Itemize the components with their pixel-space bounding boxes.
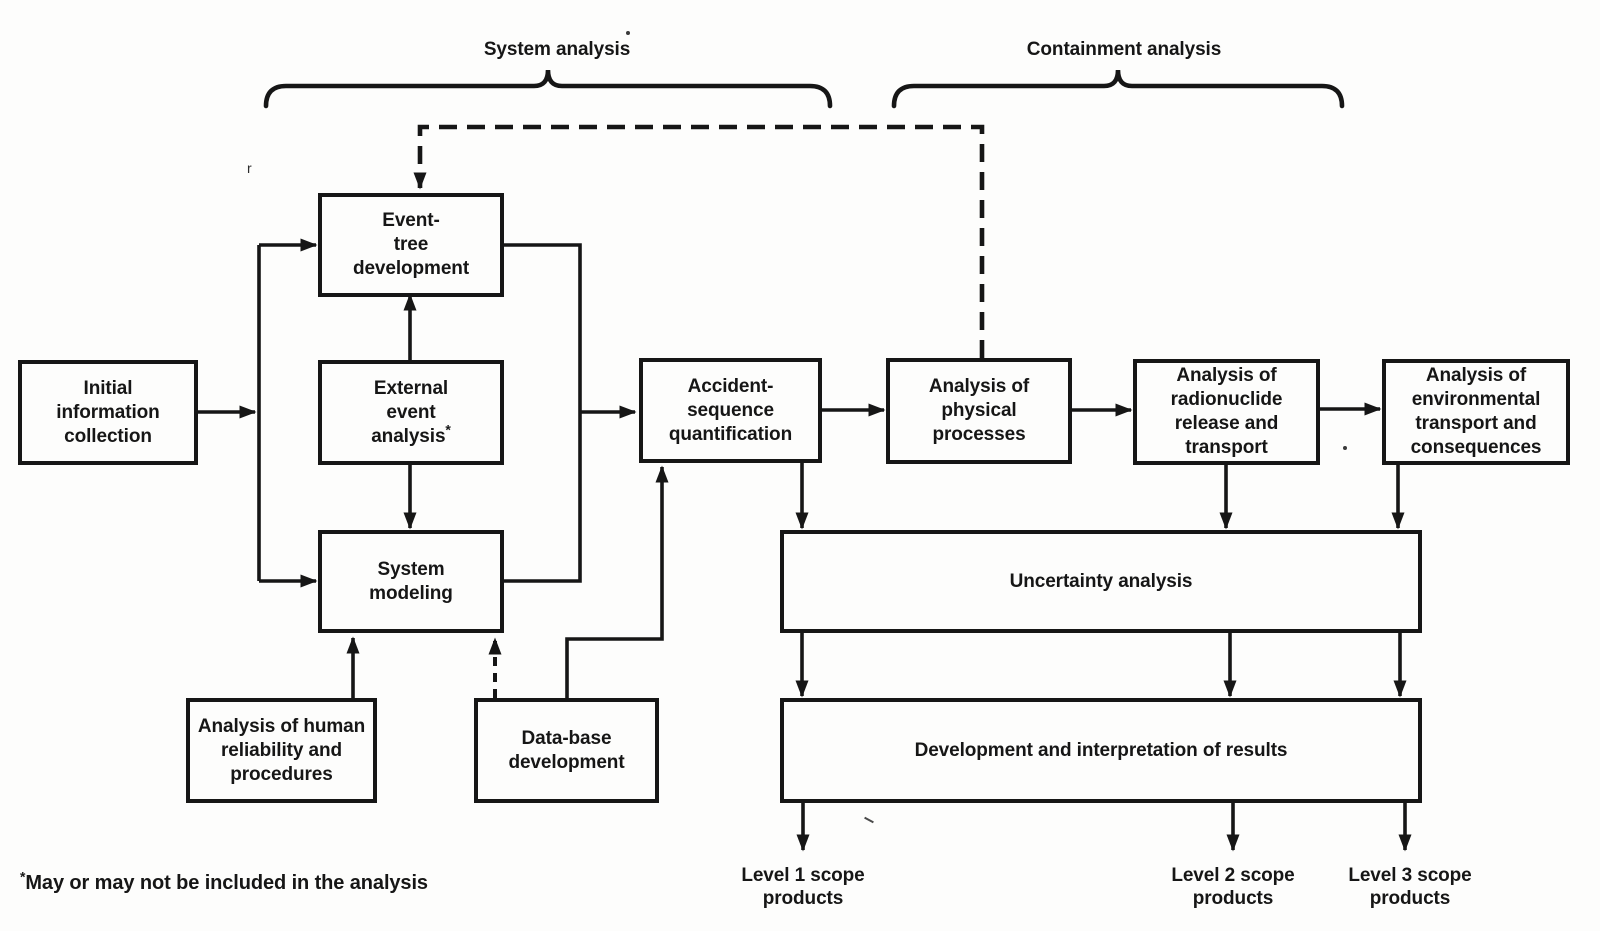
collector-line — [503, 243, 582, 583]
connector-database-to-accident — [565, 465, 669, 698]
system-analysis-brace-label: System analysis — [483, 39, 631, 60]
node-label: Analysis of radionuclide release and tra… — [1170, 365, 1283, 458]
scan-artifact-dot — [1343, 446, 1347, 450]
node-label: Analysis of human reliability and proced… — [197, 715, 366, 785]
node-data-base-development: Data-base development — [474, 698, 659, 803]
node-label: Initial information collection — [56, 377, 160, 447]
node-label: Analysis of physical processes — [928, 376, 1030, 445]
footnote-asterisk: * — [445, 421, 451, 438]
node-initial-information-collection: Initial information collection — [18, 360, 198, 465]
system-analysis-brace — [263, 69, 833, 109]
node-label: Development and interpretation of result… — [914, 739, 1288, 761]
dashed-feedback-physical-to-event-tree — [413, 124, 985, 358]
node-label: System modeling — [369, 558, 453, 604]
node-analysis-of-radionuclide-release: Analysis of radionuclide release and tra… — [1133, 359, 1320, 465]
node-label: Analysis of environmental transport and … — [1410, 365, 1542, 458]
containment-analysis-brace — [891, 69, 1345, 109]
node-analysis-of-environmental-transport: Analysis of environmental transport and … — [1382, 359, 1570, 465]
node-label: Event- tree development — [352, 210, 470, 279]
footnote-text: May or may not be included in the analys… — [25, 872, 428, 894]
footnote-asterisk: * — [20, 868, 26, 885]
scan-artifact-dot — [626, 31, 630, 35]
node-uncertainty-analysis: Uncertainty analysis — [780, 530, 1422, 633]
node-label: Accident- sequence quantification — [668, 375, 793, 445]
node-accident-sequence-quantification: Accident- sequence quantification — [639, 358, 822, 463]
level-2-scope-products-label: Level 2 scope products — [1171, 865, 1295, 909]
footnote: *May or may not be included in the analy… — [20, 869, 428, 895]
node-development-and-interpretation: Development and interpretation of result… — [780, 698, 1422, 803]
node-analysis-of-human-reliability: Analysis of human reliability and proced… — [186, 698, 377, 803]
node-system-modeling: System modeling — [318, 530, 504, 633]
node-label: External event analysis — [371, 377, 449, 447]
level-1-scope-products-label: Level 1 scope products — [741, 865, 865, 909]
containment-analysis-brace-label: Containment analysis — [1026, 39, 1222, 60]
node-label: Uncertainty analysis — [1009, 570, 1193, 592]
node-external-event-analysis: External event analysis* — [318, 360, 504, 465]
node-analysis-of-physical-processes: Analysis of physical processes — [886, 358, 1072, 464]
node-label: Data-base development — [508, 727, 625, 773]
scan-artifact-mark: r — [247, 160, 252, 176]
node-event-tree-development: Event- tree development — [318, 193, 504, 297]
level-3-scope-products-label: Level 3 scope products — [1348, 865, 1472, 909]
node-label-with-footnote-marker: External event analysis* — [371, 377, 451, 449]
